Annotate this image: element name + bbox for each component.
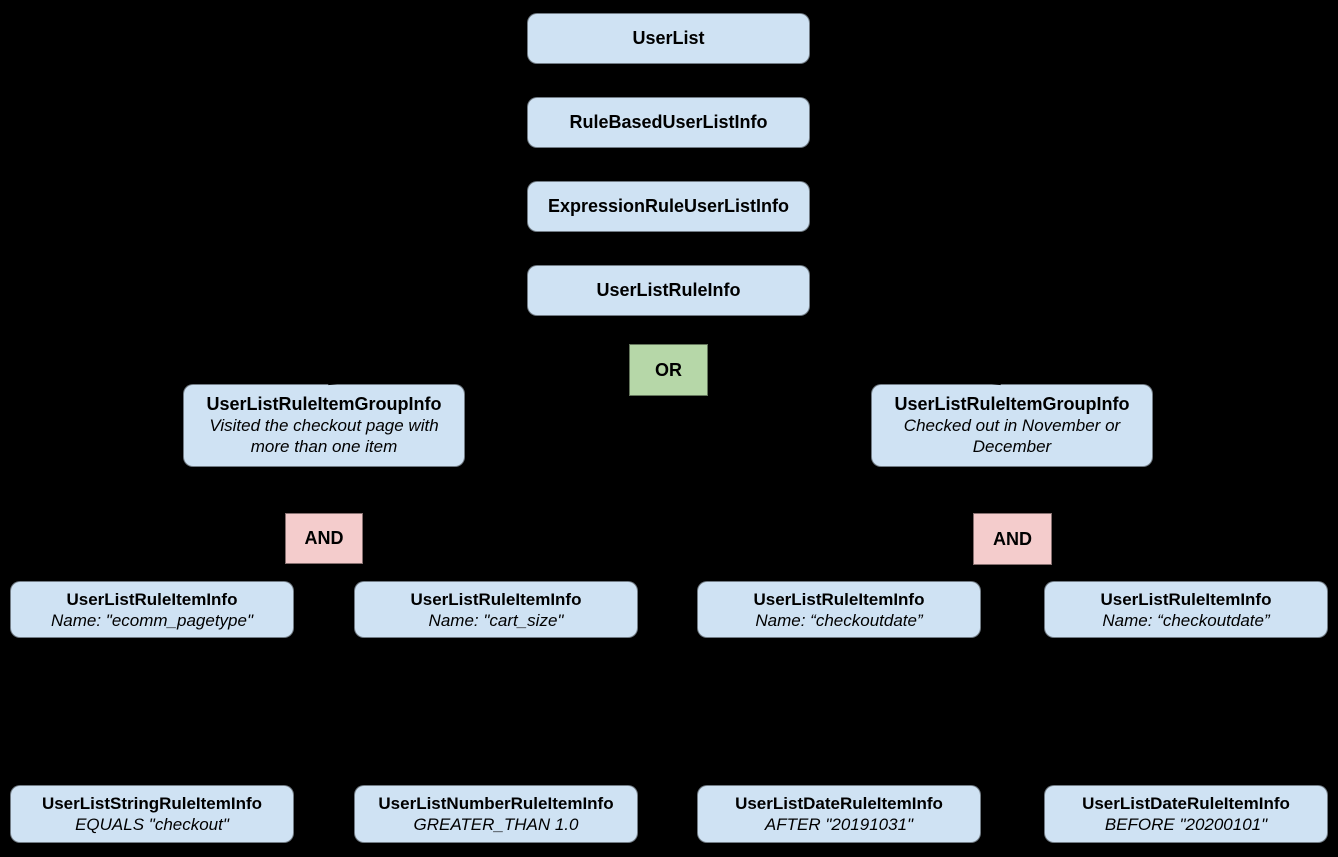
node-title: UserListStringRuleItemInfo <box>41 794 263 813</box>
node-expression-rule-user-list-info: ExpressionRuleUserListInfo <box>527 181 810 232</box>
operator-and-right: AND <box>973 513 1052 565</box>
group-node-left: UserListRuleItemGroupInfo Visited the ch… <box>183 384 465 467</box>
node-subtitle: Name: “checkoutdate” <box>755 610 923 630</box>
node-title: UserListRuleItemInfo <box>1100 589 1272 609</box>
node-user-list-rule-info: UserListRuleInfo <box>527 265 810 316</box>
leaf-date-rule-item-after: UserListDateRuleItemInfo AFTER "20191031… <box>697 785 981 843</box>
operator-label: AND <box>993 528 1032 549</box>
operator-label: AND <box>304 528 344 548</box>
group-node-right: UserListRuleItemGroupInfo Checked out in… <box>871 384 1153 467</box>
operator-and-left: AND <box>285 513 363 564</box>
node-rule-based-user-list-info: RuleBasedUserListInfo <box>527 97 810 148</box>
node-userlist: UserList <box>527 13 810 64</box>
node-title: ExpressionRuleUserListInfo <box>547 196 790 216</box>
node-title: UserList <box>632 28 705 48</box>
group-title: UserListRuleItemGroupInfo <box>894 394 1130 414</box>
group-description: Visited the checkout page with more than… <box>209 416 439 456</box>
node-subtitle: Name: "ecomm_pagetype" <box>51 610 253 630</box>
node-title: RuleBasedUserListInfo <box>569 112 768 132</box>
operator-or: OR <box>629 344 708 396</box>
node-title: UserListRuleItemInfo <box>753 589 925 609</box>
rule-item-ecomm-pagetype: UserListRuleItemInfo Name: "ecomm_pagety… <box>10 581 294 638</box>
node-title: UserListDateRuleItemInfo <box>735 794 943 813</box>
node-subtitle: GREATER_THAN 1.0 <box>413 815 579 834</box>
node-title: UserListNumberRuleItemInfo <box>378 794 614 813</box>
operator-label: OR <box>655 359 682 380</box>
rule-item-checkoutdate-2: UserListRuleItemInfo Name: “checkoutdate… <box>1044 581 1328 638</box>
rule-item-cart-size: UserListRuleItemInfo Name: "cart_size" <box>354 581 638 638</box>
node-title: UserListRuleItemInfo <box>66 589 238 609</box>
leaf-date-rule-item-before: UserListDateRuleItemInfo BEFORE "2020010… <box>1044 785 1328 843</box>
node-title: UserListRuleInfo <box>596 280 741 300</box>
leaf-string-rule-item: UserListStringRuleItemInfo EQUALS "check… <box>10 785 294 843</box>
node-subtitle: AFTER "20191031" <box>764 815 914 834</box>
group-description: Checked out in November or December <box>903 416 1121 456</box>
group-title: UserListRuleItemGroupInfo <box>206 394 442 414</box>
node-title: UserListRuleItemInfo <box>410 589 582 609</box>
node-subtitle: EQUALS "checkout" <box>75 815 229 834</box>
node-subtitle: BEFORE "20200101" <box>1104 815 1268 834</box>
node-title: UserListDateRuleItemInfo <box>1082 794 1290 813</box>
leaf-number-rule-item: UserListNumberRuleItemInfo GREATER_THAN … <box>354 785 638 843</box>
node-subtitle: Name: “checkoutdate” <box>1102 610 1270 630</box>
rule-item-checkoutdate-1: UserListRuleItemInfo Name: “checkoutdate… <box>697 581 981 638</box>
node-subtitle: Name: "cart_size" <box>428 610 564 630</box>
